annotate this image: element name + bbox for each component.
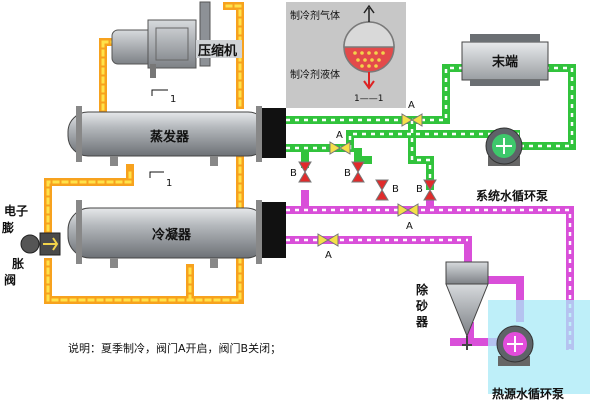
evaporator-label: 蒸发器 <box>150 129 190 145</box>
expansion-label-1: 电子 <box>4 203 28 218</box>
svg-text:A: A <box>408 100 415 111</box>
expansion-label-3: 胀 <box>12 256 24 271</box>
terminal-label: 末端 <box>491 54 518 70</box>
expansion-label-2: 膨 <box>1 220 14 235</box>
svg-text:A: A <box>406 221 413 232</box>
desander-label-3: 器 <box>415 315 429 329</box>
heat-source-pump: 热源水循环泵 <box>492 325 564 401</box>
desander: 除 砂 器 <box>415 261 489 350</box>
operation-note: 说明：夏季制冷，阀门A开启，阀门B关闭； <box>68 341 281 355</box>
valve-a-3: A <box>397 203 419 232</box>
desander-label-1: 除 <box>416 282 429 297</box>
compressor-label: 压缩机 <box>198 43 237 59</box>
svg-text:B: B <box>290 168 297 179</box>
valve-a-4: A <box>317 233 339 261</box>
system-pump: 系统水循环泵 <box>476 127 548 203</box>
valve-b-3: B <box>375 179 399 201</box>
svg-text:B: B <box>344 168 351 179</box>
system-pump-label: 系统水循环泵 <box>476 188 548 203</box>
svg-text:A: A <box>336 130 343 141</box>
expansion-label-4: 阀 <box>4 273 16 287</box>
marker-1b: 1 <box>166 178 172 189</box>
expansion-valve: 电子 膨 胀 阀 <box>1 203 61 287</box>
marker-1a: 1 <box>170 94 176 105</box>
condenser: 冷凝器 <box>67 200 286 268</box>
desander-label-2: 砂 <box>415 298 428 313</box>
compressor: 压缩机 1 <box>111 1 242 105</box>
refrigerant-legend: 制冷剂气体 制冷剂液体 1——1 <box>286 2 406 108</box>
legend-gas-label: 制冷剂气体 <box>290 9 340 22</box>
heat-source-pump-label: 热源水循环泵 <box>492 386 564 401</box>
liquid-out-arrow <box>363 72 375 90</box>
legend-liquid-label: 制冷剂液体 <box>290 68 340 81</box>
valve-a-2: A <box>329 130 351 155</box>
valves: A A A A B B B B <box>290 100 437 261</box>
svg-text:A: A <box>325 250 332 261</box>
condenser-label: 冷凝器 <box>152 227 192 243</box>
evaporator: 蒸发器 1 <box>67 106 286 189</box>
svg-text:B: B <box>416 184 423 195</box>
valve-b-1: B <box>290 161 312 183</box>
valve-a-1: A <box>401 100 423 127</box>
system-water-pipes <box>286 64 576 190</box>
section-marker: 1——1 <box>354 94 383 104</box>
valve-b-4: B <box>416 179 437 201</box>
valve-b-2: B <box>344 161 365 183</box>
svg-text:B: B <box>392 184 399 195</box>
gas-out-arrow <box>363 4 375 22</box>
terminal-unit: 末端 <box>461 34 549 86</box>
